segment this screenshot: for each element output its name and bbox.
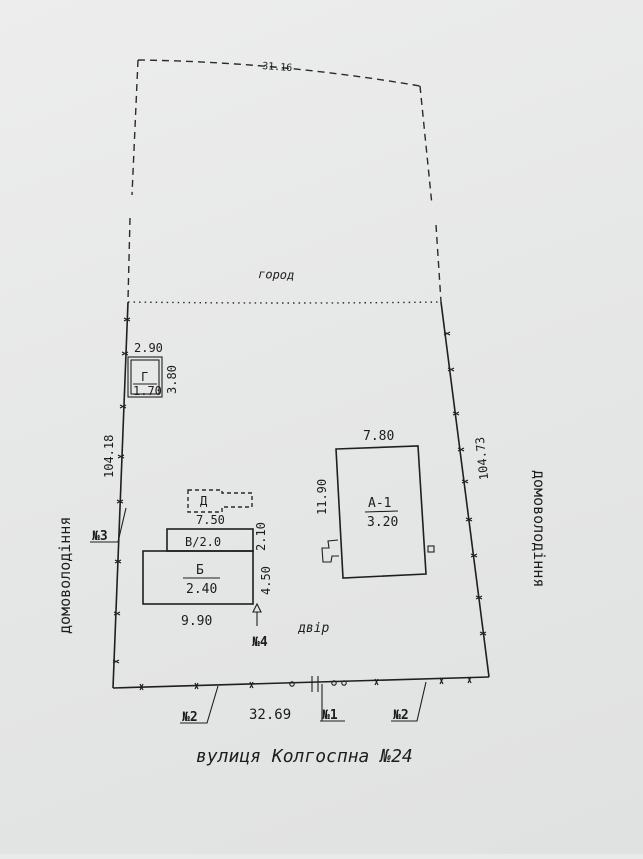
boundary-mark-bottom-right: №2 [393, 708, 409, 723]
building-a-outline [335, 445, 427, 579]
building-b-outline [142, 550, 254, 605]
boundary-mark-3: №3 [92, 529, 108, 544]
street-label: вулиця Колгоспна №24 [196, 746, 413, 767]
building-g-letter: Г [141, 370, 148, 384]
gate-icon [311, 676, 319, 692]
plot-left-boundary [112, 301, 129, 689]
top-length-label: 31.16 [262, 61, 293, 74]
boundary-mark-bottom-left-leader [180, 685, 219, 724]
building-a-porch [321, 539, 339, 563]
building-v-label: В/2.0 [185, 535, 221, 549]
right-neighbor-label: домоволодіння [530, 470, 548, 587]
building-v-depth: 2.10 [254, 522, 268, 551]
plot-right-boundary-upper [419, 85, 433, 206]
garden-label: город [258, 267, 295, 282]
building-g-depth: 3.80 [165, 365, 179, 394]
right-length-label: 104.73 [473, 436, 491, 481]
plot-left-boundary-mid [127, 217, 131, 301]
building-a-letter: А-1 [368, 496, 391, 511]
building-a-fraction-line [364, 510, 399, 513]
boundary-mark-bottom-right-leader [391, 681, 427, 722]
plot-right-boundary [440, 301, 490, 678]
bottom-length-label: 32.69 [249, 707, 291, 723]
yard-label: двір [297, 621, 329, 636]
plot-right-boundary-mid [435, 224, 442, 303]
boundary-mark-bottom-middle-leader [320, 684, 345, 722]
well-label: №4 [252, 635, 268, 650]
gate-post-icon [289, 681, 295, 687]
boundary-ticks [112, 317, 487, 691]
building-d-outline [187, 489, 253, 513]
building-g-inner [130, 359, 160, 395]
building-g-width: 2.90 [134, 341, 163, 355]
gate-post-icon [331, 680, 337, 686]
building-a-area: 3.20 [367, 515, 398, 530]
plot-bottom-boundary [112, 676, 490, 689]
boundary-mark-3-leader [90, 507, 127, 543]
building-a-depth: 11.90 [315, 479, 329, 515]
plot-left-boundary-upper [131, 59, 139, 196]
well-icon [252, 602, 262, 626]
garden-yard-divider [127, 301, 442, 304]
left-neighbor-label: домоволодіння [56, 517, 74, 634]
building-a-width: 7.80 [363, 429, 394, 444]
building-b-depth: 4.50 [259, 566, 273, 595]
building-v-top-width: 7.50 [196, 513, 225, 527]
building-a-meter-icon [427, 545, 435, 553]
plot-top-boundary [137, 59, 421, 87]
building-g-area: 1.70 [133, 384, 162, 398]
building-b-area: 2.40 [186, 582, 217, 597]
left-length-label: 104.18 [102, 435, 116, 478]
building-d-letter: Д [200, 494, 208, 508]
gate-post-icon [341, 680, 347, 686]
building-b-width: 9.90 [181, 614, 212, 629]
boundary-mark-bottom-middle: №1 [322, 708, 338, 723]
building-g-outline [127, 356, 163, 398]
building-b-letter: Б [196, 563, 204, 578]
boundary-mark-bottom-left: №2 [182, 710, 198, 725]
